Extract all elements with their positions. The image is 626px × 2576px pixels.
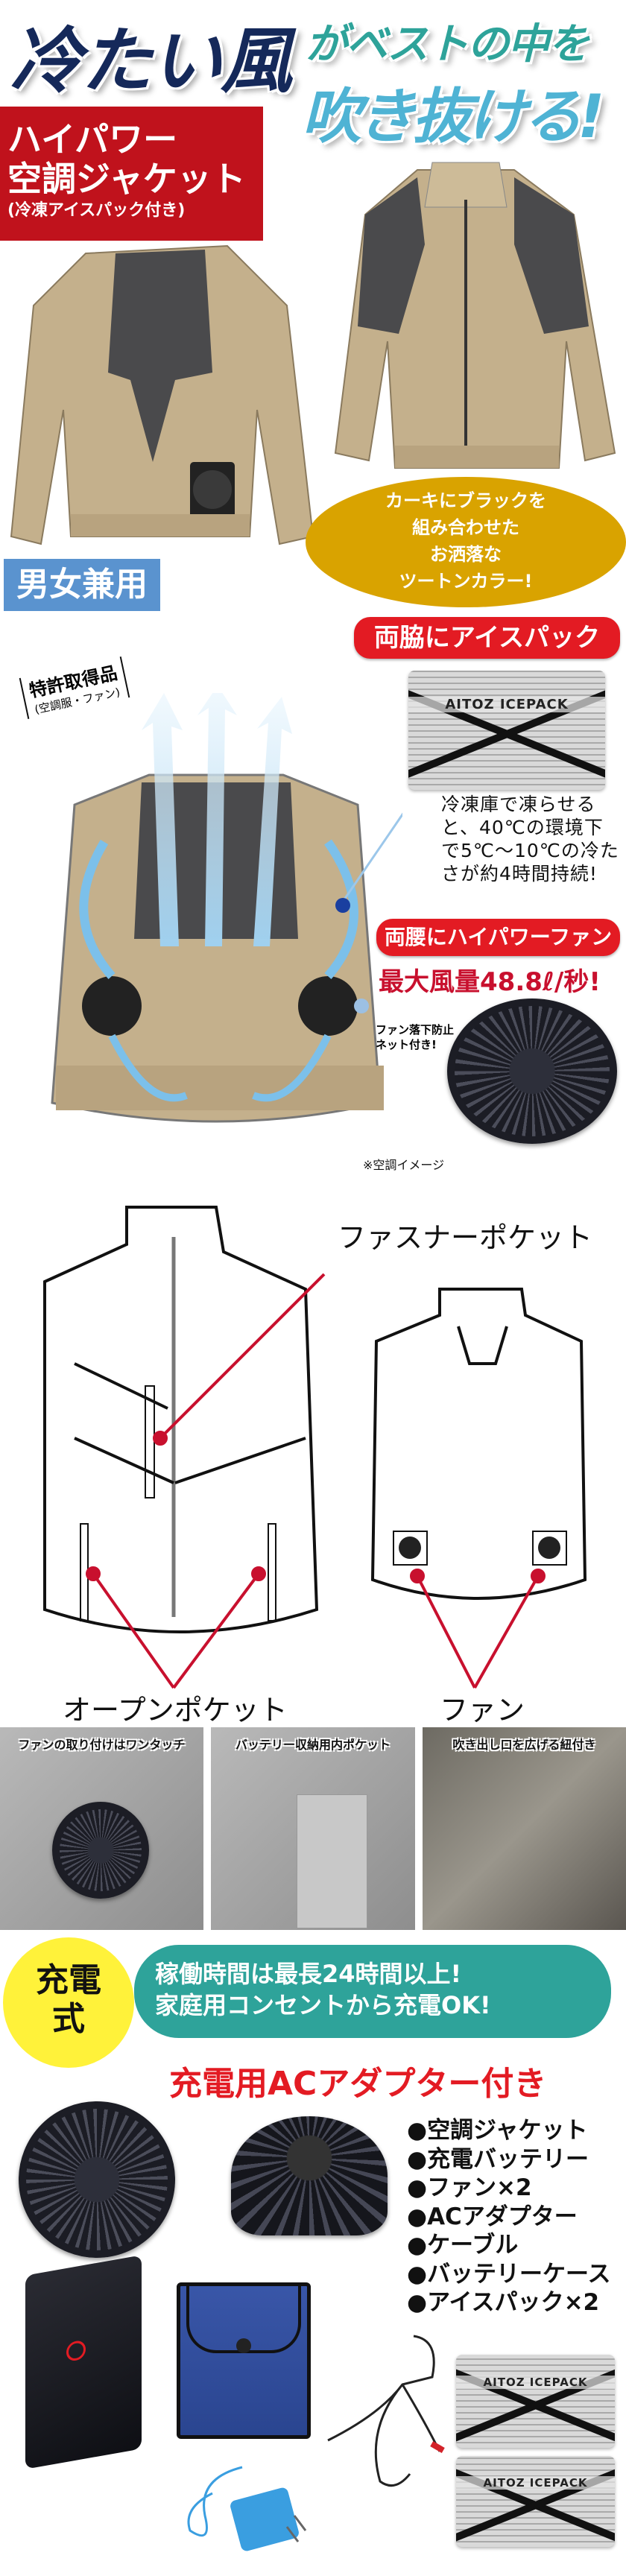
contents-item: バッテリーケース	[407, 2260, 610, 2289]
runtime-text: 稼働時間は最長24時間以上!	[155, 1960, 462, 1988]
icepack-brand-logo: AITOZ ICEPACK	[456, 2475, 615, 2490]
icepack-description-line: さが約4時間持続!	[441, 863, 598, 884]
max-airflow-text: 最大風量48.8ℓ/秒!	[379, 967, 601, 997]
ac-adapter-title: 充電用ACアダプター付き	[169, 2065, 547, 2103]
contents-item: 充電バッテリー	[407, 2145, 611, 2174]
bubble-line: カーキにブラックを	[385, 490, 546, 511]
fan-net-note: ファン落下防止 ネット付き!	[376, 1022, 454, 1052]
fan-label: ファン	[440, 1694, 525, 1727]
photo-caption: 吹き出し口を広げる紐付き	[452, 1738, 596, 1752]
photo-fan-attach: ファンの取り付けはワンタッチ	[0, 1727, 203, 1930]
charging-info-pill: 稼働時間は最長24時間以上! 家庭用コンセントから充電OK!	[134, 1945, 611, 2038]
outlet-charge-text: 家庭用コンセントから充電OK!	[155, 1991, 491, 2019]
bubble-line: ツートンカラー!	[399, 571, 533, 592]
snap-button-icon	[236, 2338, 251, 2353]
headline-through-vest: がベストの中を	[306, 20, 589, 69]
icepack-brand-logo: AITOZ ICEPACK	[456, 2375, 615, 2389]
package-contents-list: 空調ジャケット 充電バッテリー ファン×2 ACアダプター ケーブル バッテリー…	[407, 2116, 611, 2317]
fan-net-note-line: ネット付き!	[376, 1038, 437, 1051]
photo-caption: バッテリー収納用内ポケット	[235, 1738, 391, 1752]
photo-battery-pocket: バッテリー収納用内ポケット	[211, 1727, 415, 1930]
vest-diagram	[43, 1206, 587, 1689]
jacket-front-image	[334, 162, 616, 469]
image-note: ※空調イメージ	[363, 1158, 445, 1172]
contents-item: 空調ジャケット	[407, 2116, 611, 2145]
product-title-box: ハイパワー 空調ジャケット (冷凍アイスパック付き)	[0, 107, 263, 241]
icepack-description-line: で5℃〜10℃の冷た	[441, 840, 619, 861]
product-title-line3: (冷凍アイスパック付き)	[7, 201, 186, 220]
icepack-description: 冷凍庫で凍らせる と、40℃の環境下 で5℃〜10℃の冷た さが約4時間持続!	[441, 793, 620, 885]
contents-item: ファン×2	[407, 2174, 611, 2203]
cable-image	[327, 2335, 445, 2487]
contents-item: アイスパック×2	[407, 2288, 611, 2317]
jacket-back-image	[10, 244, 314, 545]
product-title-line2: 空調ジャケット	[7, 159, 246, 199]
battery-case-image	[177, 2282, 311, 2439]
ac-adapter-image	[187, 2466, 307, 2551]
fan-dome-image	[231, 2116, 388, 2235]
badge-line: 充電	[36, 1961, 101, 1999]
contents-item: ケーブル	[407, 2231, 611, 2260]
unisex-badge: 男女兼用	[4, 559, 160, 611]
photo-vent-cord: 吹き出し口を広げる紐付き	[423, 1727, 626, 1930]
open-pocket-label: オープンポケット	[63, 1694, 288, 1727]
inner-pocket-image	[297, 1794, 367, 1928]
badge-line: 式	[52, 2000, 85, 2038]
contents-item: ACアダプター	[407, 2203, 611, 2232]
icepack-description-line: と、40℃の環境下	[441, 817, 604, 838]
two-tone-color-bubble: カーキにブラックを 組み合わせた お洒落な ツートンカラー!	[306, 477, 626, 607]
rechargeable-badge: 充電 式	[3, 1937, 134, 2068]
fan-feature-title: 両腰にハイパワーファン	[376, 919, 620, 956]
vest-airflow-image	[51, 693, 402, 1123]
icepack-image: AITOZ ICEPACK	[408, 671, 605, 790]
headline-blow-through: 吹き抜ける!	[302, 82, 604, 151]
battery-image	[25, 2255, 142, 2469]
headline-cold-wind: 冷たい風	[10, 19, 292, 103]
product-title-line1: ハイパワー	[7, 119, 178, 159]
power-button-icon	[66, 2339, 86, 2363]
icepack-image: AITOZ ICEPACK	[456, 2355, 615, 2448]
photo-caption: ファンの取り付けはワンタッチ	[18, 1738, 186, 1752]
icepack-description-line: 冷凍庫で凍らせる	[441, 794, 596, 815]
fan-image	[447, 999, 617, 1144]
fan-front-image	[19, 2101, 175, 2258]
icepack-feature-title: 両脇にアイスパック	[354, 617, 620, 659]
zipper-pocket-label: ファスナーポケット	[338, 1221, 593, 1254]
bubble-line: 組み合わせた	[412, 517, 519, 538]
bubble-line: お洒落な	[430, 544, 502, 565]
fan-net-note-line: ファン落下防止	[376, 1023, 455, 1037]
icepack-image: AITOZ ICEPACK	[456, 2456, 615, 2547]
icepack-brand-logo: AITOZ ICEPACK	[408, 697, 605, 713]
fan-in-hand-image	[52, 1802, 149, 1899]
